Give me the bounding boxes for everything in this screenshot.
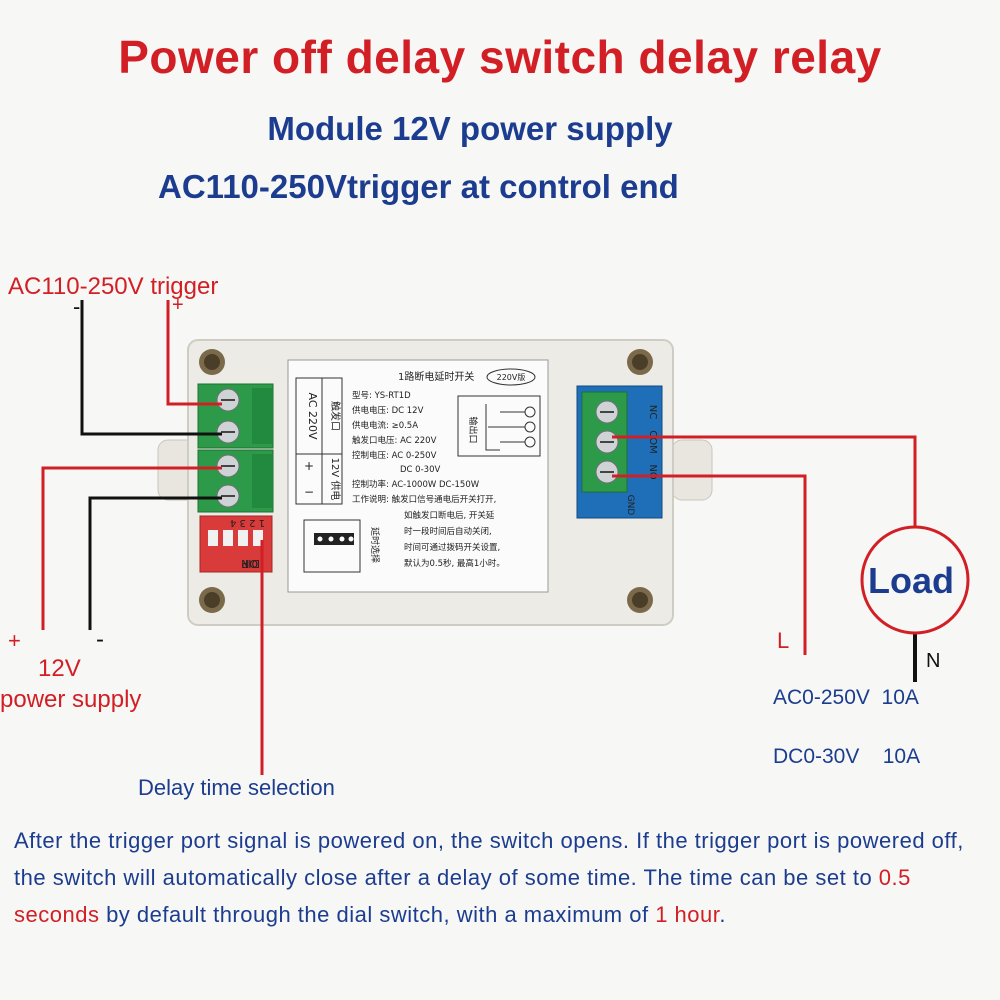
delay-time-selection-label: Delay time selection [138,775,335,800]
power-terminal-block [197,449,274,513]
trigger-plus-label: + [172,294,184,316]
page-title: Power off delay switch delay relay [118,31,882,83]
trigger-wires [80,300,222,436]
relay-nc-label: NC [647,405,658,419]
dip-on-label: ON [241,557,258,570]
relay-gnd-label: GND [625,495,635,516]
default-delay-highlight: 0.5 seconds [14,865,911,927]
description-text-3: . [719,902,726,927]
module-label-sticker: AC 220V 触发口 + − 12V 供电 1路断电延时开关 220V版 型号… [287,359,549,593]
output-port-label: 输出口 [467,416,479,443]
power-supply-label: power supply [0,686,142,713]
load-wires [612,435,917,682]
load-icon [860,525,970,635]
work-desc-2: 如触发口断电后, 开关延 [404,510,495,521]
minus-sign: − [304,485,314,499]
sticker-header: 1路断电延时开关 [398,370,474,383]
description-text-1: After the trigger port signal is powered… [14,828,964,890]
plus-sign: + [304,459,314,473]
spec-voltage: 供电电压: DC 12V [352,405,424,416]
work-desc-3: 时一段时间后自动关闭, [404,526,492,537]
live-label: L [777,628,790,653]
work-desc-1: 工作说明: 触发口信号通电后开关打开, [352,494,496,505]
ac-rating: AC0-250V 10A [773,686,919,709]
trigger-minus-label: - [73,294,81,319]
subtitle-power: Module 12V power supply [267,110,673,147]
work-desc-5: 默认为0.5秒, 最高1小时。 [404,558,505,569]
relay-module: DIP ON 1 2 3 4 AC 220V 触发口 + − 12V 供电 1路… [157,339,713,626]
screw-icon [199,349,653,613]
dip-label: DIP [241,557,260,570]
dip-switch: DIP ON 1 2 3 4 [199,515,273,573]
dip-numbers: 1 2 3 4 [230,517,265,528]
spec-current: 供电电流: ≥0.5A [352,420,418,431]
version-badge: 220V版 [497,372,526,382]
spec-model: 型号: YS-RT1D [352,391,411,401]
power-voltage-label: 12V [38,655,81,682]
spec-power: 控制功率: AC-1000W DC-150W [352,479,480,490]
load-label: Load [868,560,954,601]
neutral-label: N [926,650,941,672]
relay-no-label: NO [647,464,658,479]
work-desc-4: 时间可通过拨码开关设置, [404,542,500,553]
power-plus-label: + [8,628,21,653]
spec-control-voltage-dc: DC 0-30V [400,465,440,475]
trigger-terminal-block [197,383,274,449]
spec-trigger-voltage: 触发口电压: AC 220V [352,435,437,446]
trigger-label: AC110-250V trigger [8,273,219,300]
power-port-label: 12V 供电 [329,458,342,501]
relay-output-terminal: NC COM NO GND [576,385,663,519]
spec-control-voltage: 控制电压: AC 0-250V [352,450,437,461]
dip-table-title: 延时选择 [369,527,381,563]
power-minus-label: - [96,626,104,653]
max-delay-highlight: 1 hour [655,902,720,927]
relay-com-label: COM [647,430,658,453]
description-paragraph: After the trigger port signal is powered… [14,822,989,933]
trigger-voltage-label: AC 220V [306,392,319,440]
dc-rating: DC0-30V 10A [773,745,921,768]
power-wires [41,466,222,630]
subtitle-trigger: AC110-250Vtrigger at control end [158,168,679,205]
trigger-port-label: 触发口 [329,401,342,431]
description-text-2: by default through the dial switch, with… [99,902,656,927]
